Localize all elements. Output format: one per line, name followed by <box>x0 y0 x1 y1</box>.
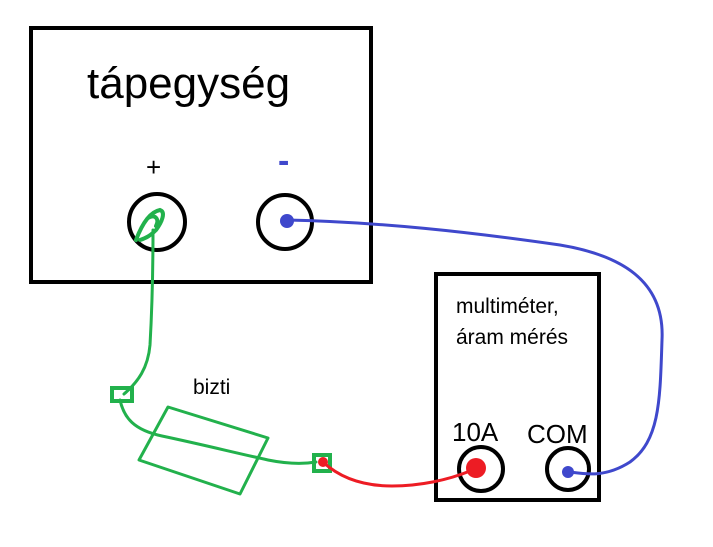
plus-terminal-label: + <box>146 152 161 182</box>
plus-terminal <box>127 192 187 252</box>
multimeter-title-line2: áram mérés <box>456 326 568 349</box>
wire-positive-connector-1 <box>110 386 134 403</box>
wire-negative-tip-com <box>562 466 574 478</box>
wire-measure-tip-10a <box>466 458 486 478</box>
wire-negative <box>280 214 664 478</box>
wire-positive-connector-2 <box>312 453 332 473</box>
wire-positive-tip-scribble <box>134 207 165 242</box>
wire-measure-tip-connector <box>318 457 328 467</box>
wire-measure-path <box>321 460 472 488</box>
jack-com <box>545 446 591 492</box>
wire-measure <box>318 457 486 488</box>
wire-negative-tip-supply <box>280 214 294 228</box>
jack-10a <box>457 445 505 493</box>
jack-com-label: COM <box>527 419 588 449</box>
wire-positive-segment-2 <box>118 398 318 465</box>
multimeter-title-line1: multiméter, <box>456 295 559 318</box>
fuse: bizti <box>137 376 270 496</box>
multimeter-frame <box>434 272 601 502</box>
wire-positive-segment-1 <box>122 228 155 396</box>
fuse-body <box>137 405 270 496</box>
multimeter: multiméter, áram mérés 10A COM <box>434 272 601 502</box>
jack-10a-label: 10A <box>452 417 499 447</box>
wire-negative-path <box>285 218 664 476</box>
power-supply: tápegység + - <box>29 26 373 284</box>
wire-positive <box>110 207 332 473</box>
power-supply-title: tápegység <box>87 59 290 108</box>
minus-terminal-label: - <box>278 142 289 180</box>
fuse-label: bizti <box>193 376 230 399</box>
power-supply-frame <box>29 26 373 284</box>
